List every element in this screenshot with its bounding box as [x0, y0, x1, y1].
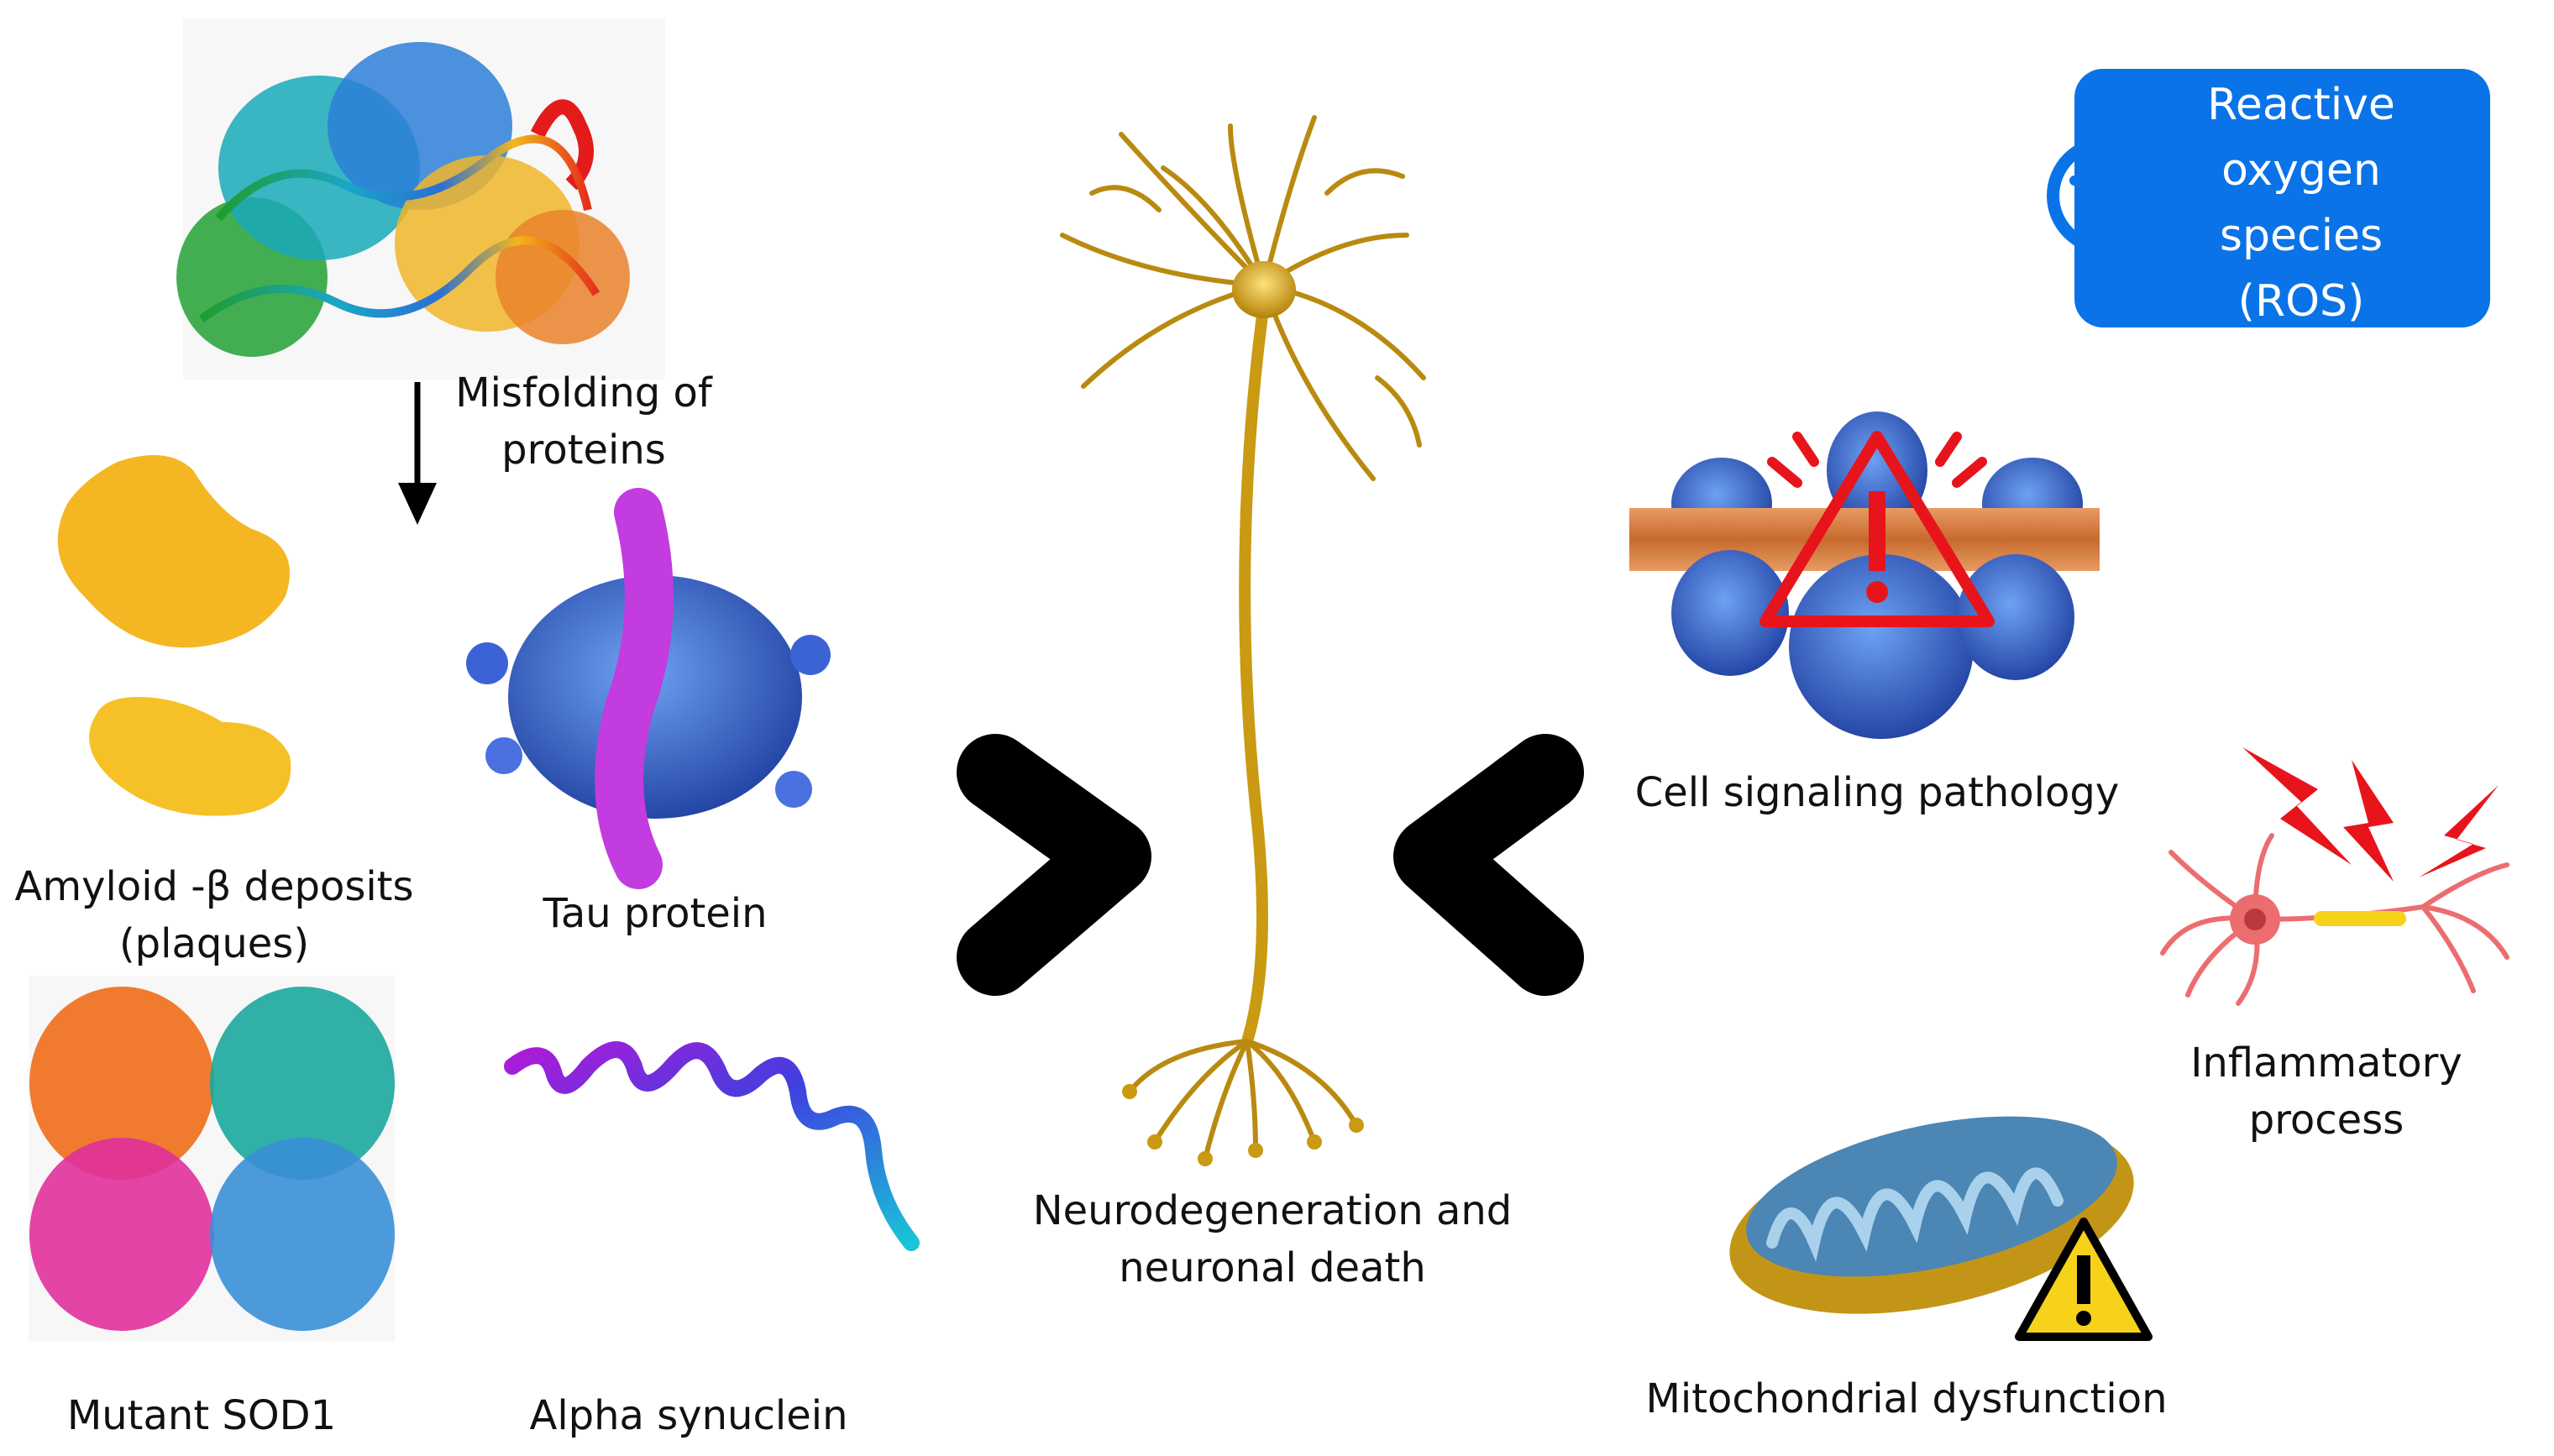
tau-label: Tau protein [543, 890, 768, 937]
sod1-structure-image [29, 976, 395, 1342]
mitochondrion-image [1729, 1116, 2153, 1341]
inflammatory-image [2160, 747, 2509, 1006]
ros-badge [2074, 69, 2490, 327]
amyloid-deposits-image [57, 455, 291, 816]
amyloid-label: Amyloid -β deposits (plaques) [8, 858, 420, 972]
misfolding-label-line-1: Misfolding of [455, 369, 712, 416]
ros-label-line-3: species [2219, 211, 2384, 261]
left-chevron-icon [1393, 734, 1584, 996]
neurodegeneration-label-line-1: Neurodegeneration and [1032, 1187, 1513, 1234]
down-arrow-icon [398, 382, 437, 525]
amyloid-label-line-1: Amyloid -β deposits [14, 863, 414, 910]
neurodegeneration-label: Neurodegeneration and neuronal death [1012, 1182, 1533, 1296]
right-chevron-icon [957, 734, 1151, 996]
ros-label: Reactive oxygen species (ROS) [2175, 72, 2427, 334]
alpha-synuclein-label: Alpha synuclein [529, 1392, 848, 1439]
mitochondrial-label: Mitochondrial dysfunction [1645, 1375, 2168, 1422]
neuron-image [1060, 115, 1426, 1166]
tau-protein-image [466, 488, 831, 889]
cell-signaling-label: Cell signaling pathology [1634, 769, 2120, 816]
alpha-synuclein-image [504, 1041, 920, 1251]
sod1-label: Mutant SOD1 [66, 1392, 337, 1439]
inflammatory-label: Inflammatory process [2190, 1040, 2462, 1144]
ros-label-line-4: (ROS) [2237, 276, 2365, 327]
cell-signaling-image [1629, 411, 2100, 739]
amyloid-label-line-2: (plaques) [118, 920, 310, 967]
neurodegeneration-label-line-2: neuronal death [1119, 1244, 1426, 1291]
misfolding-label: Misfolding of proteins [445, 364, 722, 479]
ros-label-line-1: Reactive [2207, 80, 2395, 130]
protein-structure-image [176, 18, 665, 380]
ros-label-line-2: oxygen [2221, 145, 2381, 196]
misfolding-label-line-2: proteins [501, 427, 666, 474]
